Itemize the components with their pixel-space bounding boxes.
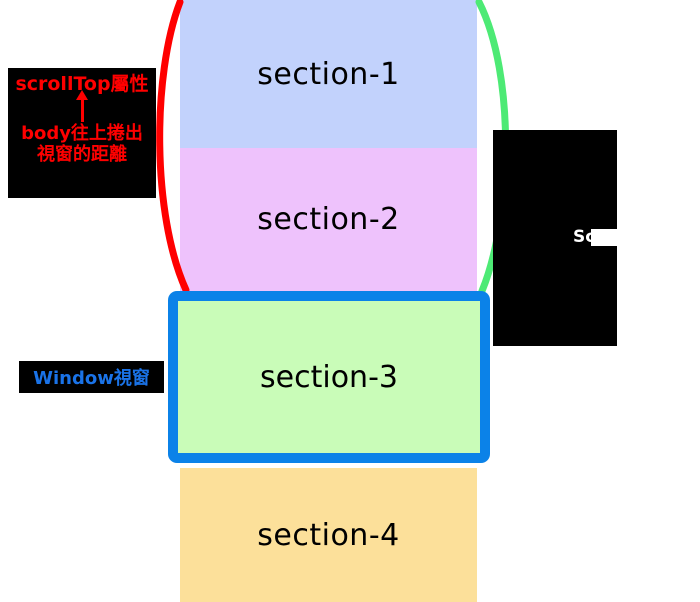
section-2-block: section-2 <box>180 148 477 291</box>
window-callout-label: Window視窗 <box>33 368 150 389</box>
section-3-label: section-3 <box>260 359 398 395</box>
arrow-up-icon <box>75 89 88 122</box>
section-1-label: section-1 <box>257 56 400 92</box>
scrollheight-callout-label: Sc <box>573 227 596 247</box>
section-2-label: section-2 <box>257 202 400 237</box>
section-4-block: section-4 <box>180 468 477 602</box>
scrolltop-callout-title: scrollTop屬性 <box>15 73 149 95</box>
section-1-block: section-1 <box>180 0 477 148</box>
scrolltop-callout-desc-line1: body往上捲出 <box>21 122 143 144</box>
section-4-label: section-4 <box>257 517 400 553</box>
window-callout: Window視窗 <box>19 361 164 393</box>
scrollheight-callout: Sc <box>493 130 661 346</box>
scrolltop-callout: scrollTop屬性 body往上捲出 視窗的距離 <box>8 68 156 198</box>
scrollheight-label-occluder-bar <box>591 229 661 246</box>
scrolltop-callout-desc-line2: 視窗的距離 <box>37 143 127 165</box>
section-3-block: section-3 <box>178 301 480 453</box>
window-viewport-frame: section-3 <box>168 291 490 463</box>
